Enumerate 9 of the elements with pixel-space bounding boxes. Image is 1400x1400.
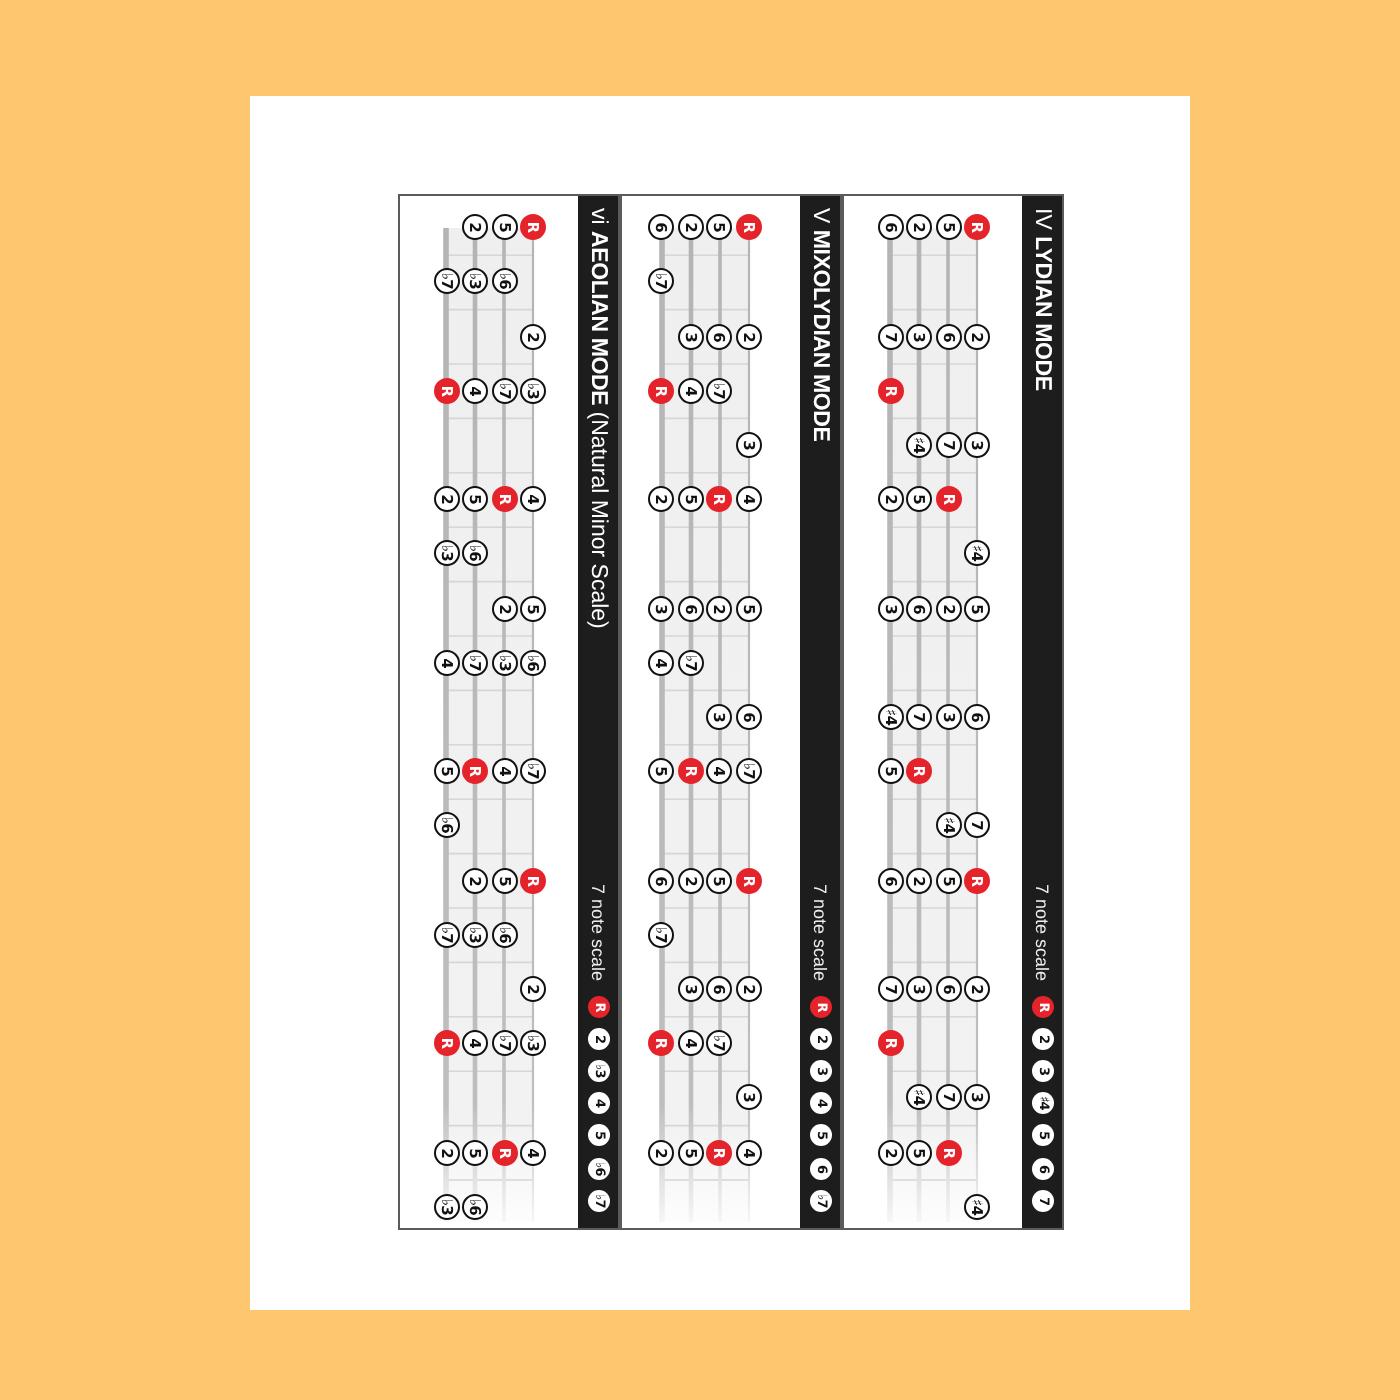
scale-caption: 7 note scale xyxy=(808,884,832,982)
mode-title: V MIXOLYDIAN MODE xyxy=(806,208,834,442)
scale-caption: 7 note scale xyxy=(1030,884,1054,982)
mode-title: vi AEOLIAN MODE (Natural Minor Scale) xyxy=(584,208,612,629)
mode-chart-panel xyxy=(398,194,620,1230)
mode-chart-panel xyxy=(620,194,842,1230)
scale-caption: 7 note scale xyxy=(586,884,610,982)
mode-title: IV LYDIAN MODE xyxy=(1028,208,1056,391)
mode-chart-panel xyxy=(842,194,1064,1230)
